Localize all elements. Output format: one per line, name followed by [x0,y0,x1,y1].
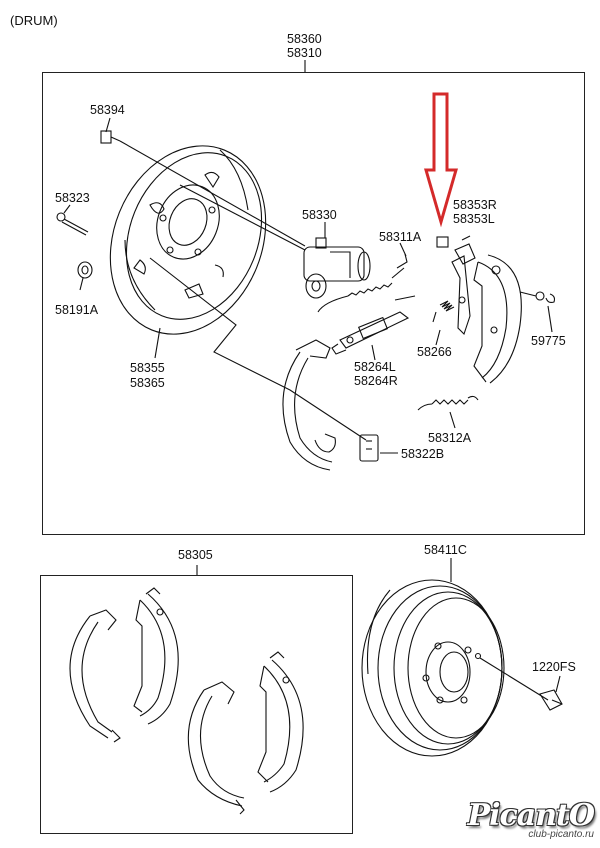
assembly-frame [42,72,585,535]
pin-drawing [56,212,89,236]
label-lever-l: 58353L [453,212,495,226]
grommet-drawing [77,261,93,279]
label-lever-r: 58353R [453,198,497,212]
lever-pin-drawing [436,236,449,248]
adjuster-drawing [331,295,416,355]
adjuster-spring-drawing [317,253,408,313]
label-parking-lever: 58322B [401,447,445,461]
wheel-cylinder-drawing [303,237,371,299]
highlight-arrow [424,92,458,228]
left-shoe-drawing [282,339,336,471]
variant-label: (DRUM) [10,13,58,28]
assembly-part-number-2: 58310 [287,46,322,60]
label-adjuster-spring: 58311A [379,230,422,244]
assembly-part-number-1: 58360 [287,32,322,46]
label-adjuster-l: 58264L [354,360,396,374]
backing-plate-drawing [109,145,267,335]
label-bolt: 58394 [90,103,125,117]
small-spring-drawing [432,300,455,323]
return-spring-drawing [417,395,479,411]
label-pin: 58323 [55,191,90,205]
label-grommet: 58191A [55,303,99,317]
label-screw: 1220FS [532,660,576,674]
label-clip: 59775 [531,334,566,348]
parking-lever-drawing [359,434,379,462]
label-backing-plate-2: 58365 [130,376,165,390]
watermark-brand: PicantO [467,798,595,833]
shoe-kit-drawing [69,587,304,815]
lever-drawing [451,243,476,336]
label-return-spring: 58312A [428,431,472,445]
right-shoe-drawing [473,254,522,384]
shoe-kit-frame [40,575,353,834]
screw-drawing [539,675,563,711]
clip-drawing [519,291,556,304]
bolt-drawing [100,130,121,144]
watermark-site: club-picanto.ru [528,829,594,840]
label-drum: 58411C [424,543,467,557]
label-shoe-kit: 58305 [178,548,213,562]
label-wheel-cylinder: 58330 [302,208,337,222]
label-adjuster-r: 58264R [354,374,398,388]
drum-drawing [361,579,505,757]
label-small-spring: 58266 [417,345,452,359]
watermark: PicantO club-picanto.ru [467,798,595,840]
label-backing-plate-1: 58355 [130,361,165,375]
